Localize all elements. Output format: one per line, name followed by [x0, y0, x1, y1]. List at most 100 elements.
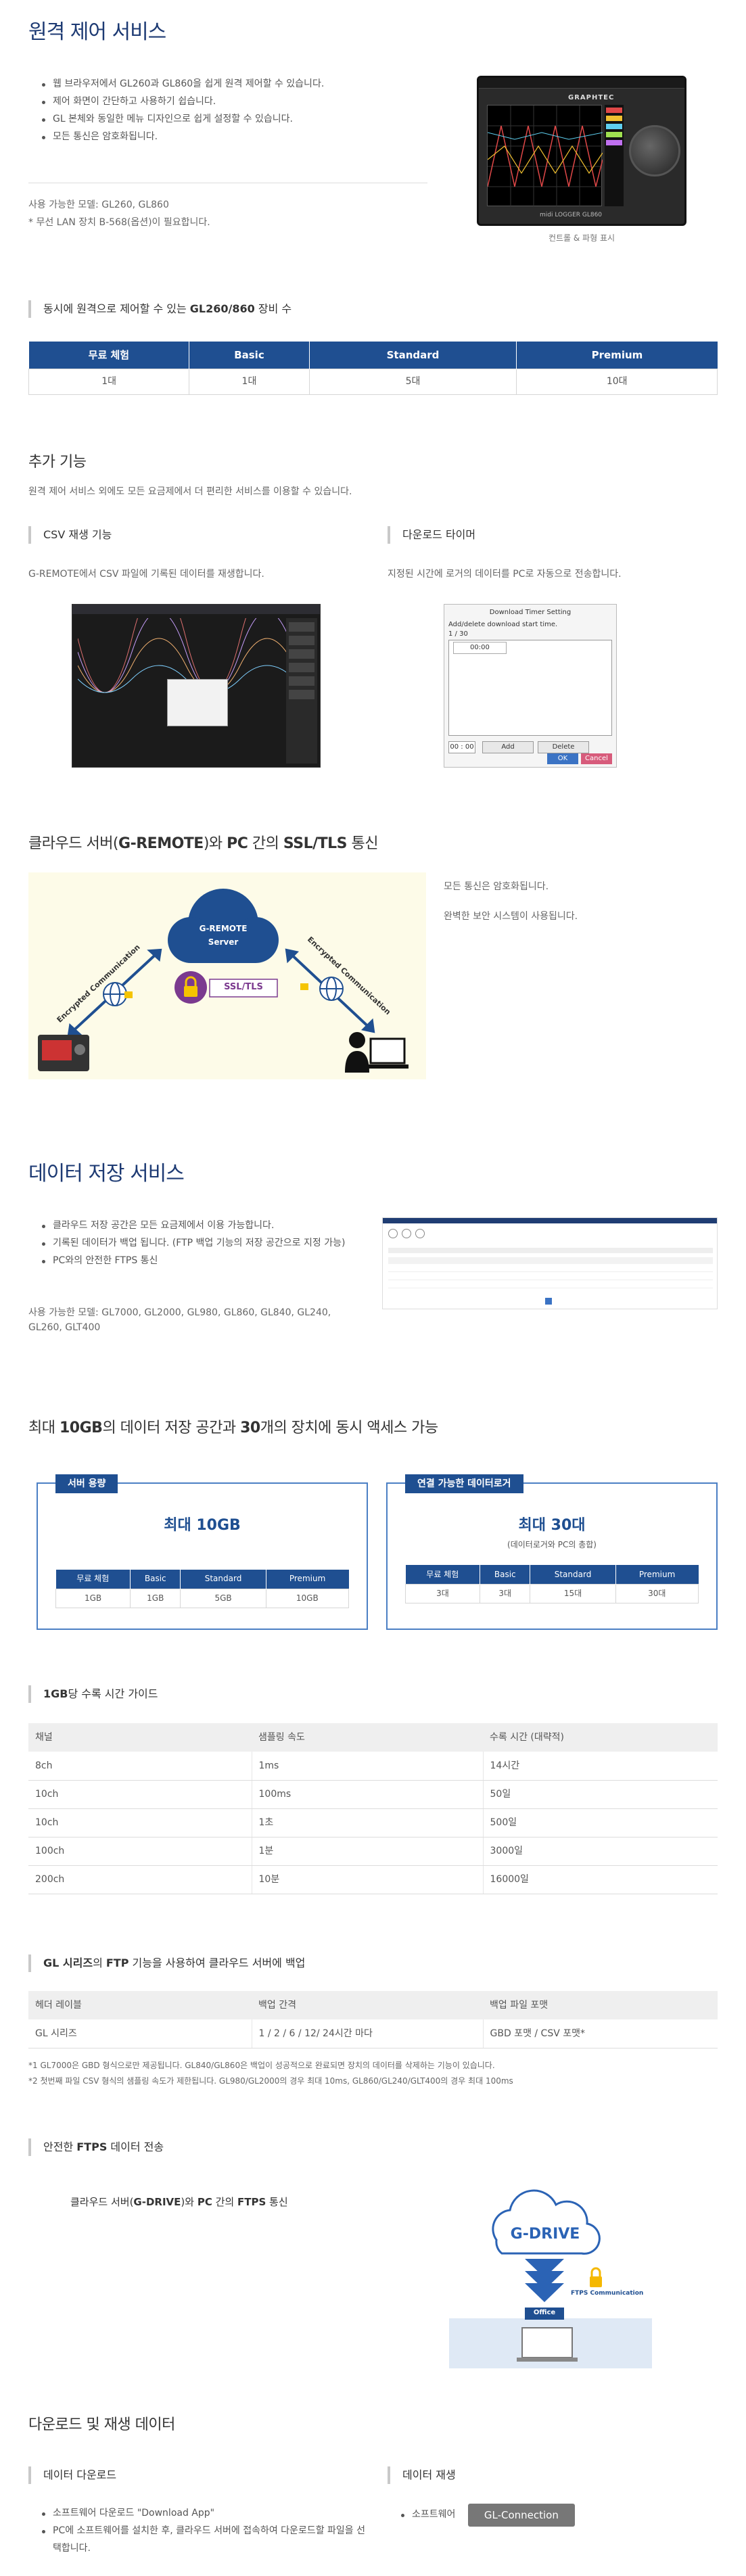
table-cell: GL 시리즈: [28, 2019, 252, 2048]
card-tag: 서버 용량: [55, 1474, 118, 1494]
table-cell: 1GB: [130, 1588, 181, 1608]
gdrive-diagram: G-DRIVE FTPS Communication Office: [449, 2184, 652, 2368]
list-item: PC에 소프트웨어를 설치한 후, 클라우드 서버에 접속하여 다운로드할 파일…: [42, 2523, 367, 2558]
table-cell: 1초: [252, 1808, 484, 1837]
table-header: Standard: [530, 1565, 616, 1585]
extra-desc: 원격 제어 서비스 외에도 모든 요금제에서 더 편리한 서비스를 이용할 수 …: [28, 486, 352, 497]
download-title: 다운로드 및 재생 데이터: [28, 2416, 175, 2433]
arrow-down-icon: [525, 2259, 564, 2302]
ssl-line-1: 모든 통신은 암호화됩니다.: [444, 881, 549, 892]
table-row: 10ch 100ms 50일: [28, 1780, 718, 1809]
cloud-label-1: G-REMOTE: [199, 924, 248, 933]
guide-heading: 1GB당 수록 시간 가이드: [28, 1685, 158, 1703]
csv-dialog: [167, 679, 228, 726]
csv-playback-image: [72, 604, 321, 768]
table-cell: 15대: [530, 1583, 616, 1603]
laptop-icon: [517, 2327, 578, 2362]
ssl-diagram-graphic: [38, 889, 409, 1073]
playback-row: 소프트웨어 GL-Connection: [401, 2504, 575, 2527]
dialog-ok-button[interactable]: OK: [547, 753, 578, 764]
table-cell: 10분: [252, 1865, 484, 1894]
table-row: GL 시리즈 1 / 2 / 6 / 12/ 24시간 마다 GBD 포맷 / …: [28, 2019, 718, 2048]
device-screen: [487, 105, 603, 207]
list-item: 클라우드 저장 공간은 모든 요금제에서 이용 가능합니다.: [42, 1217, 367, 1235]
table-cell: 3000일: [483, 1837, 718, 1866]
list-item: 소프트웨어: [401, 2506, 455, 2524]
table-cell: 50일: [483, 1780, 718, 1809]
ftps-subtitle: 클라우드 서버(G-DRIVE)와 PC 간의 FTPS 통신: [70, 2196, 288, 2208]
card-tag: 연결 가능한 데이터로거: [405, 1474, 523, 1494]
small-lock-icon: [124, 983, 308, 998]
ssl-diagram: G-REMOTE Server SSL/TLS Encrypted Commun…: [28, 872, 426, 1079]
dialog-time-field[interactable]: 00 : 00: [448, 741, 475, 753]
device-readout: [605, 105, 624, 206]
dialog-list-entry[interactable]: 00:00: [453, 642, 507, 654]
ftp-heading: GL 시리즈의 FTP 기능을 사용하여 클라우드 서버에 백업: [28, 1954, 305, 1972]
card-big-value: 최대 30대: [518, 1517, 586, 1534]
download-bullets: 소프트웨어 다운로드 "Download App" PC에 소프트웨어를 설치한…: [42, 2505, 367, 2558]
table-cell: 1대: [28, 368, 190, 395]
dialog-add-button[interactable]: Add: [482, 741, 534, 753]
table-cell: 5대: [308, 368, 517, 395]
table-cell: 3대: [404, 1583, 481, 1603]
table-cell: 30대: [615, 1583, 699, 1603]
timer-heading: 다운로드 타이머: [388, 526, 475, 544]
globe-icon: [103, 977, 344, 1006]
ftps-heading: 안전한 FTPS 데이터 전송: [28, 2138, 164, 2156]
ssl-title: 클라우드 서버(G-REMOTE)와 PC 간의 SSL/TLS 통신: [28, 835, 379, 852]
gl-connection-button[interactable]: GL-Connection: [467, 2504, 575, 2527]
table-header: 채널: [28, 1723, 252, 1752]
table-cell: 10대: [516, 368, 718, 395]
list-item: 제어 화면이 간단하고 사용하기 쉽습니다.: [42, 93, 421, 111]
capacity-table: 무료 체험 Basic Standard Premium 1GB 1GB 5GB…: [55, 1570, 350, 1608]
cloud-label-2: Server: [208, 937, 239, 947]
card-small-note: (데이터로거와 PC의 총합): [507, 1540, 597, 1550]
ftp-note-1: *1 GL7000은 GBD 형식으로만 제공됩니다. GL840/GL860은…: [28, 2061, 495, 2070]
table-cell: 5GB: [180, 1588, 266, 1608]
device-brand: GRAPHTEC: [568, 94, 615, 101]
ftps-comm-label: FTPS Communication: [571, 2290, 644, 2297]
device-top-bar: [479, 78, 684, 89]
dialog-delete-button[interactable]: Delete: [538, 741, 589, 753]
dialog-list[interactable]: 00:00: [448, 640, 612, 736]
csv-desc: G-REMOTE에서 CSV 파일에 기록된 데이터를 재생합니다.: [28, 569, 264, 580]
table-row: 8ch 1ms 14시간: [28, 1752, 718, 1781]
table-cell: 1GB: [55, 1588, 131, 1608]
table-row: 1대 1대 5대 10대: [28, 368, 718, 395]
gdrive-cloud-icon: [492, 2189, 601, 2255]
table-header: Basic: [480, 1565, 531, 1585]
table-row: 1GB 1GB 5GB 10GB: [55, 1588, 350, 1608]
table-header: Standard: [180, 1570, 266, 1589]
download-timer-dialog: Download Timer Setting Add/delete downlo…: [444, 604, 617, 768]
list-item: GL 본체와 동일한 메뉴 디자인으로 쉽게 설정할 수 있습니다.: [42, 111, 421, 128]
ssl-line-2: 완벽한 보안 시스템이 사용됩니다.: [444, 911, 578, 922]
table-header: 샘플링 속도: [252, 1723, 483, 1752]
table-header: 무료 체험: [405, 1565, 481, 1585]
cloud-icon: [168, 889, 279, 963]
extra-title: 추가 기능: [28, 454, 87, 471]
waveform-graphic: [487, 106, 603, 207]
table-cell: 100ms: [252, 1780, 484, 1809]
storage-bullets: 클라우드 저장 공간은 모든 요금제에서 이용 가능합니다. 기록된 데이터가 …: [42, 1217, 367, 1270]
ftp-note-2: *2 첫번째 파일 CSV 형식의 샘플링 속도가 제한됩니다. GL980/G…: [28, 2076, 513, 2086]
csv-side-panel: [286, 618, 317, 764]
ssl-label: SSL/TLS: [224, 982, 263, 992]
storage-headline: 최대 10GB의 데이터 저장 공간과 30개의 장치에 동시 액세스 가능: [28, 1420, 438, 1436]
table-cell: 10ch: [28, 1780, 252, 1809]
table-header: 백업 간격: [252, 1991, 483, 2019]
list-item: 모든 통신은 암호화됩니다.: [42, 128, 421, 146]
storage-models: 사용 가능한 모델: GL7000, GL2000, GL980, GL860,…: [28, 1307, 331, 1334]
remote-title: 원격 제어 서비스: [28, 20, 166, 44]
table-row: 3대 3대 15대 30대: [404, 1583, 699, 1603]
connection-table: 무료 체험 Basic Standard Premium 3대 3대 15대 3…: [404, 1565, 699, 1603]
logger-icon: [38, 1035, 89, 1071]
dialog-cancel-button[interactable]: Cancel: [581, 753, 612, 764]
server-capacity-card: 서버 용량 최대 10GB 무료 체험 Basic Standard Premi…: [37, 1474, 368, 1630]
table-header: 무료 체험: [55, 1570, 131, 1589]
table-row: 100ch 1분 3000일: [28, 1837, 718, 1866]
remote-lan-note: * 무선 LAN 장치 B-568(옵션)이 필요합니다.: [28, 217, 210, 228]
storage-web-screenshot: [382, 1217, 718, 1309]
table-header: Premium: [615, 1565, 699, 1585]
table-header: Basic: [189, 342, 310, 369]
table-header: 무료 체험: [28, 342, 190, 369]
